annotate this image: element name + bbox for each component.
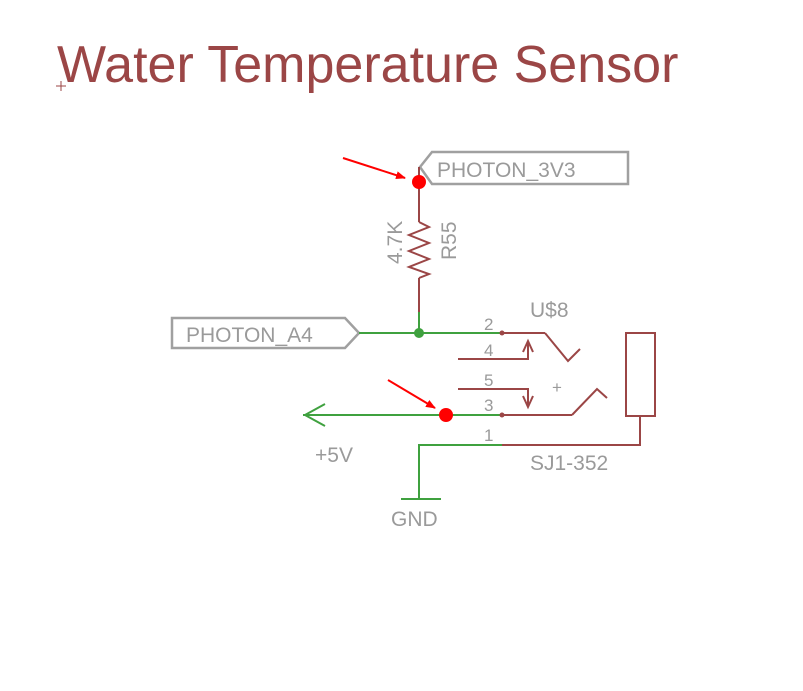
pin5-arrow-icon: [522, 395, 534, 410]
resistor-value-label: 4.7K: [384, 221, 407, 264]
jack-sleeve-body: [625, 332, 656, 417]
wire-pin1-to-gnd: [418, 444, 502, 499]
audio-jack-sj1-352[interactable]: 2 4 5 3 1 U$8 SJ1-352 +: [458, 299, 656, 475]
red-dot-5v: [439, 408, 453, 422]
pin-number-1: 1: [484, 426, 493, 445]
pin-number-3: 3: [484, 396, 493, 415]
pin3-dot: [499, 412, 505, 418]
pin-number-2: 2: [484, 315, 493, 334]
ground-symbol[interactable]: GND: [391, 444, 502, 531]
pin4-arrow-icon: [522, 338, 534, 353]
ring-switch-contact: [571, 387, 608, 416]
pin1-lead: [502, 416, 641, 446]
origin-cross-icon: [56, 81, 66, 91]
net-label-photon-a4-text: PHOTON_A4: [186, 324, 313, 347]
net-label-photon-3v3[interactable]: PHOTON_3V3: [418, 150, 630, 186]
tip-switch-contact: [544, 332, 581, 363]
annotation-marker-bottom: [387, 379, 453, 422]
resistor-name-label: R55: [438, 221, 461, 260]
pin-number-5: 5: [484, 371, 493, 390]
red-dot-3v3: [412, 175, 426, 189]
jack-plus-mark: +: [552, 378, 562, 397]
net-label-photon-a4[interactable]: PHOTON_A4: [170, 316, 361, 350]
pin4-lead: [458, 341, 529, 360]
annotation-marker-top: [342, 157, 426, 189]
supply-5v[interactable]: +5V: [302, 403, 502, 467]
jack-part-label: SJ1-352: [530, 452, 608, 475]
pin-number-4: 4: [484, 341, 493, 360]
pin2-dot: [499, 330, 505, 336]
page-title: Water Temperature Sensor: [57, 36, 678, 94]
jack-name-label: U$8: [530, 299, 569, 322]
junction-dot: [414, 328, 424, 338]
arrow-5v-icon: [302, 403, 326, 427]
pin5-lead: [458, 388, 529, 407]
supply-5v-label: +5V: [315, 444, 353, 467]
resistor-r55[interactable]: 4.7K R55: [384, 221, 461, 279]
ground-label: GND: [391, 508, 438, 531]
net-label-photon-3v3-text: PHOTON_3V3: [437, 159, 576, 182]
resistor-zigzag: [406, 221, 432, 279]
